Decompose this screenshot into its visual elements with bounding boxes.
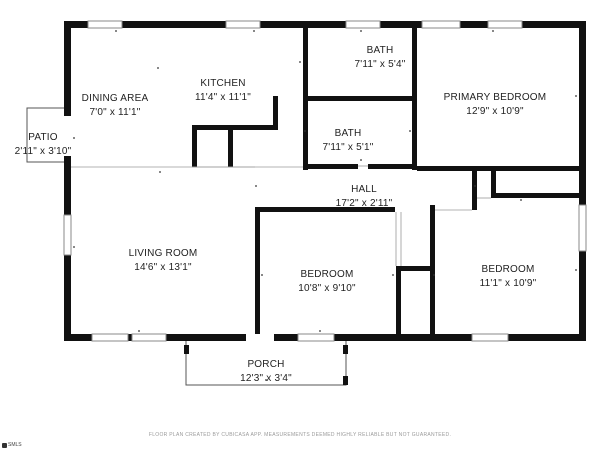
wall-right — [579, 21, 586, 341]
room-label-hall: HALL 17'2" x 2'11" — [336, 183, 393, 211]
room-dims-hall: 17'2" x 2'11" — [335, 198, 393, 209]
room-name-dining-area: DINING AREA — [81, 93, 149, 104]
window-top-5 — [487, 20, 523, 29]
floor-plan-credit: FLOOR PLAN CREATED BY CUBICASA APP. MEAS… — [148, 432, 452, 438]
room-label-primary-bedroom: PRIMARY BEDROOM 12'9" x 10'9" — [444, 91, 547, 119]
room-name-bath-upper: BATH — [366, 45, 394, 56]
windows — [63, 20, 587, 342]
room-dims-bedroom-middle: 10'8" x 9'10" — [298, 283, 356, 294]
room-label-bedroom-right: BEDROOM 11'1" x 10'9" — [480, 263, 537, 291]
wall-bedroom-mid-left — [255, 207, 260, 336]
room-label-bedroom-middle: BEDROOM 10'8" x 9'10" — [298, 268, 355, 296]
room-name-bedroom-right: BEDROOM — [481, 264, 535, 275]
room-label-bath-lower: BATH 7'11" x 5'1" — [323, 127, 374, 155]
wall-bath-primary — [412, 28, 417, 170]
room-name-bath-lower: BATH — [334, 128, 362, 139]
window-bottom-3 — [297, 333, 335, 342]
room-name-primary-bedroom: PRIMARY BEDROOM — [443, 92, 547, 103]
doorways — [64, 116, 472, 341]
patio-outline — [26, 107, 64, 163]
room-dims-bath-upper: 7'11" x 5'4" — [354, 59, 406, 70]
window-top-3 — [345, 20, 381, 29]
wall-bedroom-mid-top — [255, 207, 395, 212]
wall-closet-mid-left — [396, 266, 401, 336]
wall-counter-mid — [228, 125, 233, 167]
thin-lines — [71, 165, 491, 266]
room-name-porch: PORCH — [247, 359, 285, 370]
wall-closet-mid-top — [396, 266, 430, 271]
tick-marks — [73, 30, 577, 381]
room-dims-kitchen: 11'4" x 11'1" — [195, 92, 251, 103]
room-dims-bath-lower: 7'11" x 5'1" — [322, 142, 374, 153]
room-dims-dining-area: 7'0" x 11'1" — [89, 107, 141, 118]
wall-bath-bottom — [308, 164, 358, 169]
window-left-1 — [63, 214, 72, 256]
room-name-hall: HALL — [351, 184, 377, 195]
room-dims-primary-bedroom: 12'9" x 10'9" — [466, 106, 524, 117]
room-name-living-room: LIVING ROOM — [128, 248, 198, 259]
room-label-dining-area: DINING AREA 7'0" x 11'1" — [82, 92, 149, 120]
room-label-kitchen: KITCHEN 11'4" x 11'1" — [195, 77, 251, 105]
wall-bath-split — [308, 96, 412, 101]
wall-closet-step — [472, 170, 477, 210]
room-label-patio: PATIO 2'11" x 3'10" — [15, 131, 72, 159]
wall-kitchen-counter — [192, 125, 278, 130]
wall-bedroom-divider — [430, 205, 435, 336]
window-bottom-4 — [471, 333, 509, 342]
room-label-living-room: LIVING ROOM 14'6" x 13'1" — [129, 247, 198, 275]
door-patio — [64, 116, 71, 156]
window-top-1 — [87, 20, 123, 29]
window-bottom-1 — [91, 333, 129, 342]
window-right-1 — [578, 204, 587, 252]
room-dims-porch: 12'3" x 3'4" — [240, 373, 292, 384]
window-top-4 — [421, 20, 461, 29]
window-bottom-2 — [131, 333, 167, 342]
porch-posts — [184, 345, 348, 385]
door-porch — [246, 334, 274, 341]
window-top-2 — [225, 20, 261, 29]
door-hall-bath — [358, 164, 368, 169]
porch-outline — [185, 341, 347, 386]
wall-bath-bottom-b — [368, 164, 417, 169]
wall-counter-left — [192, 125, 197, 167]
room-dims-living-room: 14'6" x 13'1" — [134, 262, 192, 273]
door-bedroom-right — [435, 205, 472, 210]
room-label-porch: PORCH 12'3" x 3'4" — [240, 358, 292, 386]
corner-mark-text: SMLS — [8, 442, 22, 448]
wall-closet-bottom — [491, 193, 579, 198]
wall-primary-bottom — [417, 166, 579, 171]
wall-kitchen-bath — [303, 28, 308, 170]
room-name-kitchen: KITCHEN — [200, 78, 246, 89]
room-name-patio: PATIO — [28, 132, 58, 143]
room-dims-bedroom-right: 11'1" x 10'9" — [479, 278, 537, 289]
wall-counter-right — [273, 96, 278, 130]
room-name-bedroom-middle: BEDROOM — [300, 269, 354, 280]
room-dims-patio: 2'11" x 3'10" — [14, 146, 72, 157]
corner-mark: SMLS — [2, 442, 22, 448]
door-bedroom-mid — [395, 207, 430, 212]
wall-top — [64, 21, 586, 28]
room-label-bath-upper: BATH 7'11" x 5'4" — [355, 44, 406, 72]
wall-closet-left — [491, 170, 496, 196]
logo-icon — [2, 442, 7, 448]
wall-left — [64, 21, 71, 341]
